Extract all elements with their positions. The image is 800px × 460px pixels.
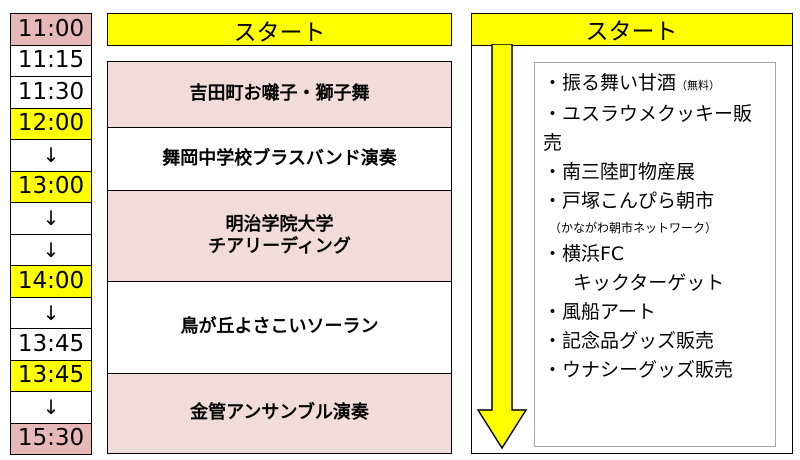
booth-item-asaichi-note: （かながわ朝市ネットワーク） — [549, 221, 718, 235]
booth-item-amazake: ・振る舞い甘酒（無料） — [543, 72, 721, 94]
program-header: スタート — [107, 13, 452, 46]
program-item: 明治学院大学チアリーディング — [107, 190, 452, 282]
time-cell: 13:00 — [10, 170, 92, 203]
time-cell: 15:30 — [10, 422, 92, 455]
program-item: 舞岡中学校ブラスバンド演奏 — [107, 127, 452, 191]
program-column: スタート 吉田町お囃子・獅子舞舞岡中学校ブラスバンド演奏明治学院大学チアリーディ… — [107, 13, 452, 454]
booth-item-kick-target: キックターゲット — [573, 272, 725, 294]
booth-item-note: （無料） — [676, 79, 721, 92]
down-arrow-icon: ↓ — [10, 139, 92, 172]
down-arrow-icon: ↓ — [10, 202, 92, 235]
booth-item-balloon: ・風船アート — [543, 301, 656, 323]
program-item-line: 舞岡中学校ブラスバンド演奏 — [162, 147, 397, 169]
program-item-line: 吉田町お囃子・獅子舞 — [189, 83, 370, 105]
time-cell: 13:45 — [10, 359, 92, 392]
time-cell: 11:15 — [10, 44, 92, 77]
program-item-text: 明治学院大学チアリーディング — [208, 214, 351, 259]
down-arrow-icon — [476, 44, 528, 450]
booth-item-goods: ・記念品グッズ販売 — [543, 330, 715, 352]
program-item-line: 金管アンサンブル演奏 — [190, 402, 369, 424]
program-item-text: 金管アンサンブル演奏 — [190, 402, 369, 425]
down-arrow-icon: ↓ — [10, 391, 92, 424]
program-item: 金管アンサンブル演奏 — [107, 373, 452, 454]
program-item-line: 明治学院大学 — [225, 213, 334, 235]
booth-item-yokohama-fc: ・横浜FC — [543, 243, 625, 265]
program-item-text: 鳥が丘よさこいソーラン — [181, 316, 379, 339]
time-cell: 11:30 — [10, 76, 92, 109]
time-cell: 11:00 — [10, 13, 92, 46]
booth-item-cookie: ・ユスラウメクッキー販売 — [543, 103, 753, 154]
booth-column: スタート ・振る舞い甘酒（無料） ・ユスラウメクッキー販売 ・南三陸町物産展 ・… — [470, 12, 793, 454]
program-item: 吉田町お囃子・獅子舞 — [107, 61, 452, 128]
program-item-text: 舞岡中学校ブラスバンド演奏 — [162, 148, 397, 171]
booth-header: スタート — [470, 12, 793, 46]
time-cell: 13:45 — [10, 328, 92, 361]
program-item-text: 吉田町お囃子・獅子舞 — [190, 83, 370, 106]
booth-item-asaichi: ・戸塚こんぴら朝市 — [543, 190, 715, 212]
booth-list: ・振る舞い甘酒（無料） ・ユスラウメクッキー販売 ・南三陸町物産展 ・戸塚こんぴ… — [534, 62, 776, 447]
booth-item-minamisanriku: ・南三陸町物産展 — [543, 161, 696, 183]
program-item-line: チアリーディング — [208, 236, 351, 257]
program-item-line: 鳥が丘よさこいソーラン — [180, 316, 379, 338]
booth-item-unashi: ・ウナシーグッズ販売 — [543, 359, 734, 381]
down-arrow-icon: ↓ — [10, 296, 92, 329]
program-item: 鳥が丘よさこいソーラン — [107, 281, 452, 374]
down-arrow-icon: ↓ — [10, 233, 92, 266]
time-cell: 14:00 — [10, 265, 92, 298]
time-cell: 12:00 — [10, 107, 92, 140]
